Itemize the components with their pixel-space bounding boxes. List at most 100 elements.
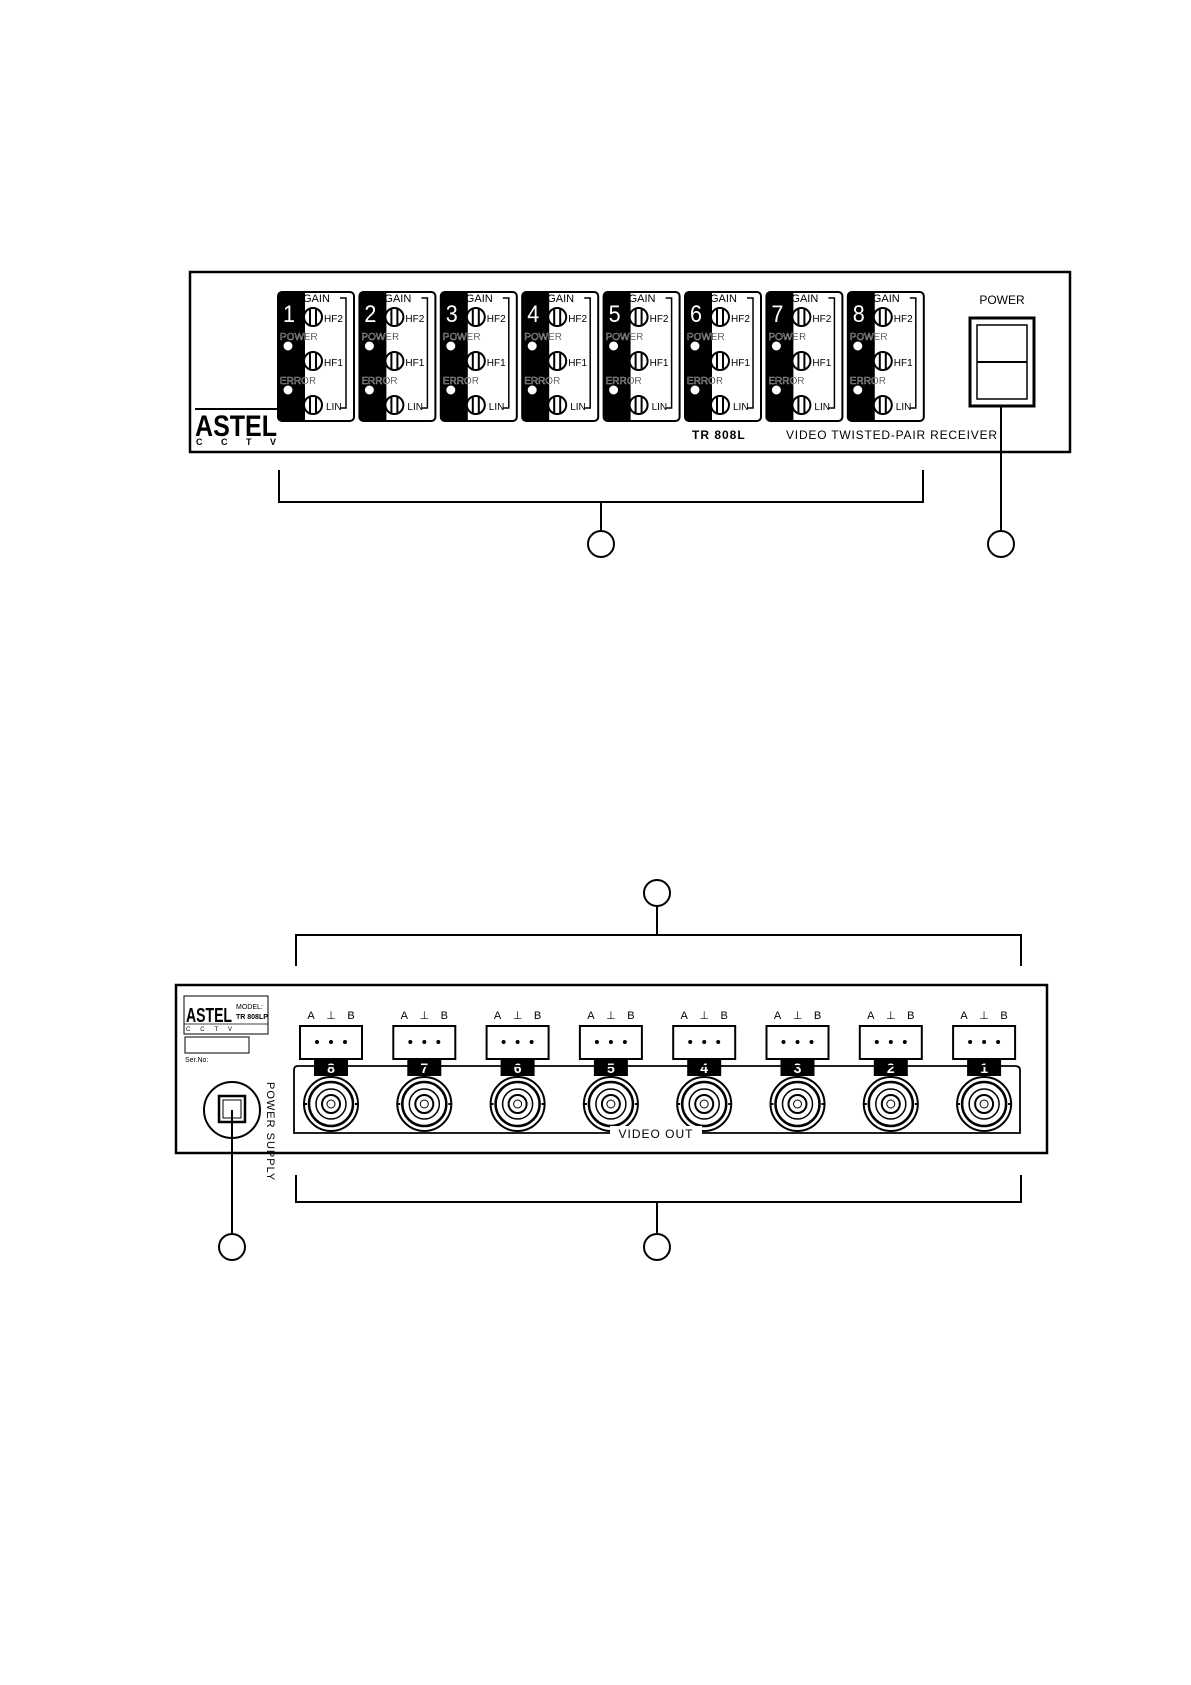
power-label: POWER [687,332,725,343]
terminals-bracket [295,906,1022,966]
bnc-video-out[interactable] [769,1076,826,1132]
hf1-trim-pot[interactable] [384,351,405,371]
hf2-trim-pot[interactable] [628,307,649,327]
hf2-trim-pot[interactable] [465,307,486,327]
bnc-video-out[interactable] [862,1076,919,1132]
channel-badge-number: 4 [700,1060,708,1076]
channel-badge-number: 3 [794,1060,802,1076]
model-value: TR 808LP [236,1014,268,1021]
hf2-trim-pot[interactable] [303,307,323,327]
hf1-label: HF1 [324,358,343,369]
lin-trim-pot[interactable] [872,395,893,415]
hf1-label: HF1 [405,358,424,369]
twisted-pair-terminal[interactable] [672,1025,737,1060]
gain-label: GAIN [303,293,330,305]
pin-label: ⊥ [513,1010,523,1022]
hf1-trim-pot[interactable] [791,351,812,371]
twisted-pair-terminal[interactable] [578,1025,643,1060]
bnc-video-out[interactable] [956,1076,1013,1132]
lin-trim-pot[interactable] [465,395,486,415]
hf1-label: HF1 [650,358,669,369]
hf1-trim-pot[interactable] [872,351,893,371]
channel-badge [407,1059,442,1076]
lin-trim-pot[interactable] [628,395,649,415]
hf2-trim-pot[interactable] [710,307,730,327]
gain-label: GAIN [384,293,411,305]
pin-label: ⊥ [793,1010,803,1022]
twisted-pair-terminal[interactable] [299,1025,363,1060]
error-label: ERROR [687,376,723,387]
pin-label: B [721,1010,728,1022]
rear-channels: A⊥B8A⊥B7A⊥B6A⊥B5A⊥B4A⊥B3A⊥B2A⊥B1 [299,1010,1017,1132]
bnc-video-out[interactable] [396,1076,453,1132]
lin-label: LIN [407,402,423,413]
pin-label: ⊥ [979,1010,989,1022]
channel-modules: 1GAINPOWERERRORHF2HF1LIN2GAINPOWERERRORH… [277,291,925,422]
channel-badge-number: 1 [980,1060,988,1076]
hf2-trim-pot[interactable] [547,307,568,327]
hf1-trim-pot[interactable] [628,351,649,371]
lin-label: LIN [326,402,342,413]
pin-label: ⊥ [326,1010,336,1022]
error-label: ERROR [524,376,560,387]
lin-label: LIN [489,402,505,413]
lin-trim-pot[interactable] [791,395,812,415]
rear-channel-8: A⊥B8 [299,1010,363,1132]
hf1-trim-pot[interactable] [303,351,323,371]
power-label: POWER [443,332,481,343]
rating-plate: ASTEL CCTV MODEL: TR 808LP Ser.No: [183,995,269,1064]
twisted-pair-terminal[interactable] [765,1025,830,1060]
twisted-pair-terminal[interactable] [392,1025,457,1060]
channel-badge [593,1059,628,1076]
bnc-video-out[interactable] [303,1076,359,1132]
power-led [770,340,782,352]
lin-trim-pot[interactable] [710,395,730,415]
hf1-trim-pot[interactable] [465,351,486,371]
hf2-trim-pot[interactable] [872,307,893,327]
channel-badge-number: 7 [420,1060,428,1076]
pin-label: ⊥ [606,1010,616,1022]
gain-label: GAIN [873,293,900,305]
power-label: POWER [280,332,318,343]
channel-badge [314,1059,348,1076]
front-logo: ASTEL CCTV [195,408,277,447]
bnc-video-out[interactable] [489,1076,546,1132]
twisted-pair-terminal[interactable] [952,1025,1017,1060]
bnc-video-out[interactable] [676,1076,733,1132]
power-led [608,340,620,352]
front-description: VIDEO TWISTED-PAIR RECEIVER [786,428,998,442]
twisted-pair-terminal[interactable] [858,1025,923,1060]
power-supply-label: POWER SUPPLY [264,1082,276,1181]
bnc-video-out[interactable] [582,1076,639,1132]
model-label: MODEL: [236,1004,263,1011]
pin-label: B [534,1010,541,1022]
lin-trim-pot[interactable] [547,395,568,415]
channel-badge-number: 6 [514,1060,522,1076]
gain-label: GAIN [791,293,818,305]
pin-label: A [587,1010,595,1022]
hf2-label: HF2 [405,314,424,325]
pin-label: A [307,1010,315,1022]
channel-badge-number: 2 [887,1060,895,1076]
channel-badge-number: 8 [327,1060,335,1076]
power-led [282,340,294,352]
hf2-trim-pot[interactable] [791,307,812,327]
pin-label: A [867,1010,875,1022]
hf1-trim-pot[interactable] [547,351,568,371]
twisted-pair-terminal[interactable] [485,1025,550,1060]
terminals-callout [643,879,671,907]
hf2-label: HF2 [894,314,913,325]
serial-box [184,1036,250,1054]
pin-label: ⊥ [699,1010,709,1022]
hf2-trim-pot[interactable] [384,307,405,327]
front-logo-main: ASTEL [195,410,277,443]
lin-trim-pot[interactable] [384,395,405,415]
channel-number: 5 [609,301,621,328]
lin-trim-pot[interactable] [303,395,323,415]
hf1-trim-pot[interactable] [710,351,730,371]
